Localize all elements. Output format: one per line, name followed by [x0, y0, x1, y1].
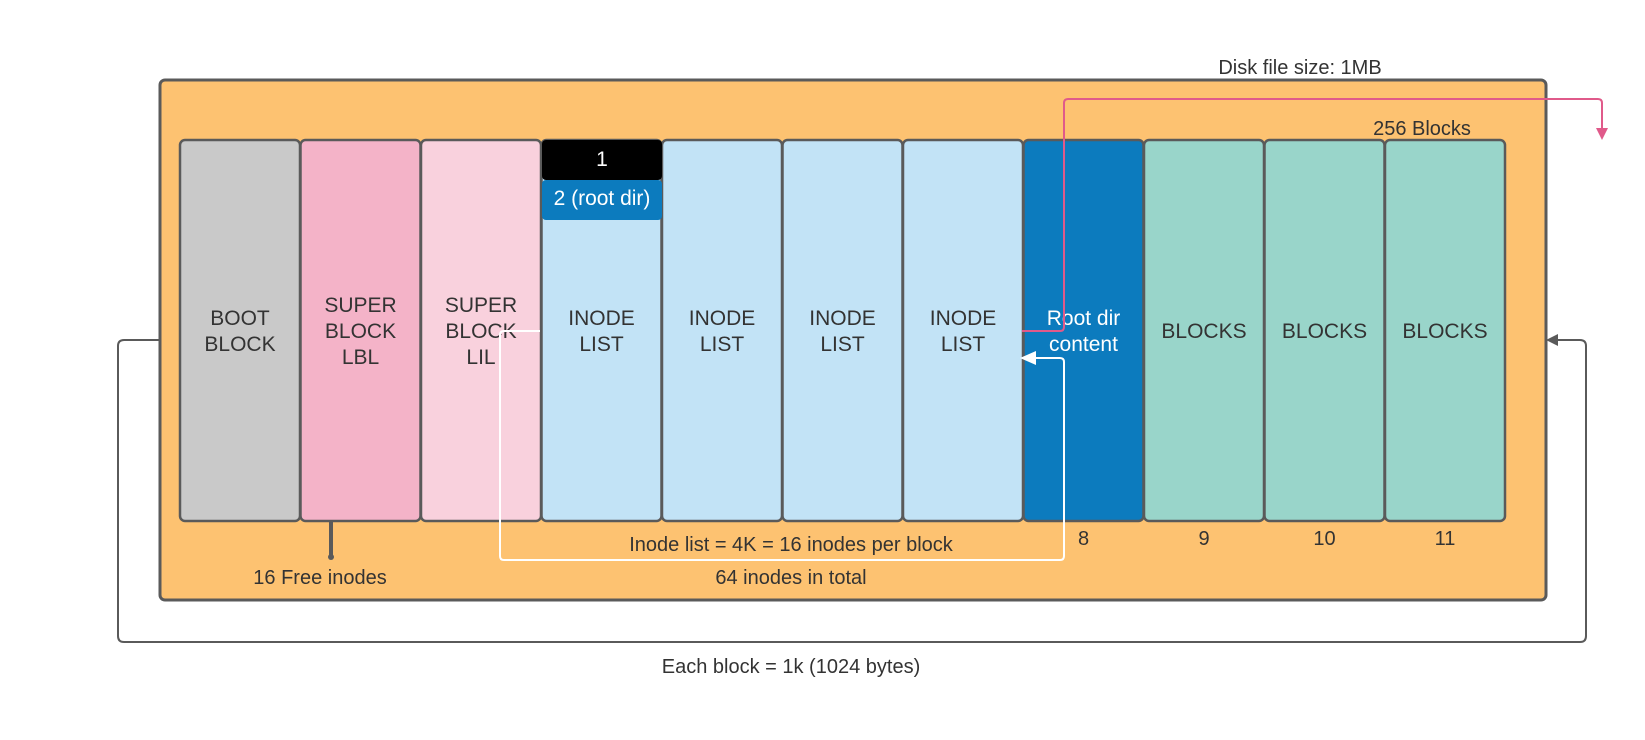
- block-5-label: LIST: [700, 333, 745, 356]
- block-1-label: BLOCK: [204, 333, 275, 356]
- block-7: [901, 138, 1025, 523]
- block-4-label: INODE: [568, 307, 635, 330]
- block-size-label: Each block = 1k (1024 bytes): [662, 656, 920, 678]
- block-11: [1383, 138, 1507, 523]
- block-7-label: LIST: [941, 333, 986, 356]
- inode-1-box: [542, 140, 662, 180]
- block-8-label: Root dir: [1047, 307, 1121, 330]
- block-number-label: 9: [1198, 528, 1209, 550]
- block-number-label: 8: [1078, 528, 1089, 550]
- block-7-label: INODE: [930, 307, 997, 330]
- block-3-label: BLOCK: [445, 320, 516, 343]
- block-4-label: LIST: [579, 333, 624, 356]
- block-1-label: BOOT: [210, 307, 270, 330]
- block-3-label: SUPER: [445, 294, 517, 317]
- block-6: [781, 138, 904, 523]
- inodes-total-label: 64 inodes in total: [715, 567, 866, 589]
- blocks-count-label: 256 Blocks: [1373, 118, 1471, 140]
- inode-1-label: 1: [596, 148, 608, 171]
- block-2-label: LBL: [342, 346, 379, 369]
- block-6-label: INODE: [809, 307, 876, 330]
- inode-2-root-dir-box: [542, 180, 662, 220]
- inode-list-size-label: Inode list = 4K = 16 inodes per block: [629, 534, 954, 556]
- inode-to-root-dir-arrow: [499, 330, 1065, 561]
- block-2-label: BLOCK: [325, 320, 396, 343]
- block-2-label: SUPER: [324, 294, 396, 317]
- block-3-label: LIL: [466, 346, 495, 369]
- block-11-label: BLOCKS: [1402, 320, 1487, 343]
- block-6-label: LIST: [820, 333, 865, 356]
- block-10-label: BLOCKS: [1282, 320, 1367, 343]
- block-size-bracket-arrow: [117, 334, 1587, 643]
- inode-2-root-dir-label: 2 (root dir): [554, 187, 651, 210]
- blocks-row: BOOT BLOCK SUPER BLOCK LBL SUPER BLOCK LIL INODE…: [178, 138, 1507, 550]
- disk-file-size-label: Disk file size: 1MB: [1218, 57, 1381, 79]
- block-9-label: BLOCKS: [1161, 320, 1246, 343]
- block-8-label: content: [1049, 333, 1118, 356]
- block-1: [178, 138, 302, 523]
- free-inodes-label: 16 Free inodes: [253, 567, 386, 589]
- block-number-label: 10: [1313, 528, 1335, 550]
- root-dir-pointer-arrow: [1022, 98, 1608, 332]
- block-5: [660, 138, 784, 523]
- block-number-label: 11: [1435, 528, 1456, 550]
- block-5-label: INODE: [689, 307, 756, 330]
